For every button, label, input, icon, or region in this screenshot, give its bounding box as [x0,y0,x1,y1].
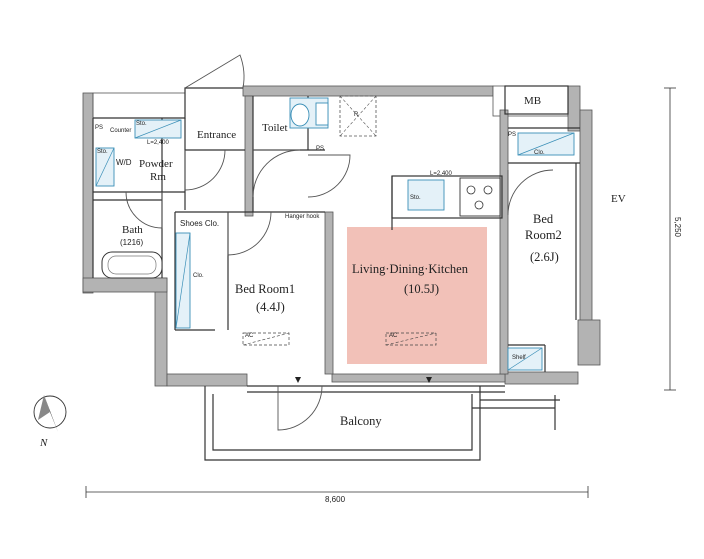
interior-lines [92,85,580,461]
entrance-label: Entrance [197,129,237,141]
r-mark-label: R [354,112,359,118]
sto-wd-label: Sto. [97,149,108,155]
window-marker-ldk [426,377,432,383]
ac-bed1 [242,332,290,346]
width-dimension: 8,600 [325,495,346,504]
ps-right-label: PS [508,132,517,138]
balcony-label: Balcony [340,414,382,428]
stove-icon [459,177,501,217]
shelf-label: Shelf [512,355,526,361]
bedroom1-label-1: Bed Room1 [235,282,296,296]
ps-left-label: PS [95,125,104,131]
ldk-label-2: (10.5J) [404,282,440,296]
powder-rm-label-1: Powder [139,158,173,170]
bedroom2-label-3: (2.6J) [530,250,559,264]
sto-top-label: Sto. [136,121,147,127]
dimension-lines [85,87,676,498]
compass-north-label: N [40,437,48,449]
compass-icon [33,395,67,432]
kitchen-dim-label: L=2,400 [430,171,452,177]
ps-toilet-label: PS [316,146,325,152]
mb-label: MB [524,95,542,107]
hanger-hook-label: Hanger hook [285,214,320,220]
bathtub-icon [101,251,163,279]
fixture-diagonals [95,119,575,371]
door-swings [125,54,554,431]
counter-label: Counter [110,128,132,134]
ev-label: EV [611,193,626,205]
counter-dim-label: L=2,400 [147,140,169,146]
bath-label-2: (1216) [120,238,144,247]
clo-bed1-label: Clo. [193,273,204,279]
ac-ldk-label: AC [389,333,398,339]
fridge-space [339,95,377,137]
clo-bed2-label: Clo. [534,150,545,156]
bath-label-1: Bath [122,224,143,236]
ldk-label-1: Living·Dining·Kitchen [352,262,468,276]
bedroom1-label-2: (4.4J) [256,300,285,314]
ldk-highlight [347,227,487,364]
shoes-clo-label: Shoes Clo. [180,219,220,228]
sto-kitchen-label: Sto. [410,195,421,201]
powder-rm-label-2: Rm [150,171,166,183]
toilet-icon [290,103,310,127]
window-marker-bed1 [295,377,301,383]
wd-label: W/D [116,158,132,167]
toilet-label: Toilet [262,122,288,134]
height-dimension: 5,250 [673,216,683,238]
ac-bed1-label: AC [245,333,254,339]
bedroom2-label-1: Bed [533,212,554,226]
bedroom2-label-2: Room2 [525,228,562,242]
ac-ldk [385,332,437,346]
